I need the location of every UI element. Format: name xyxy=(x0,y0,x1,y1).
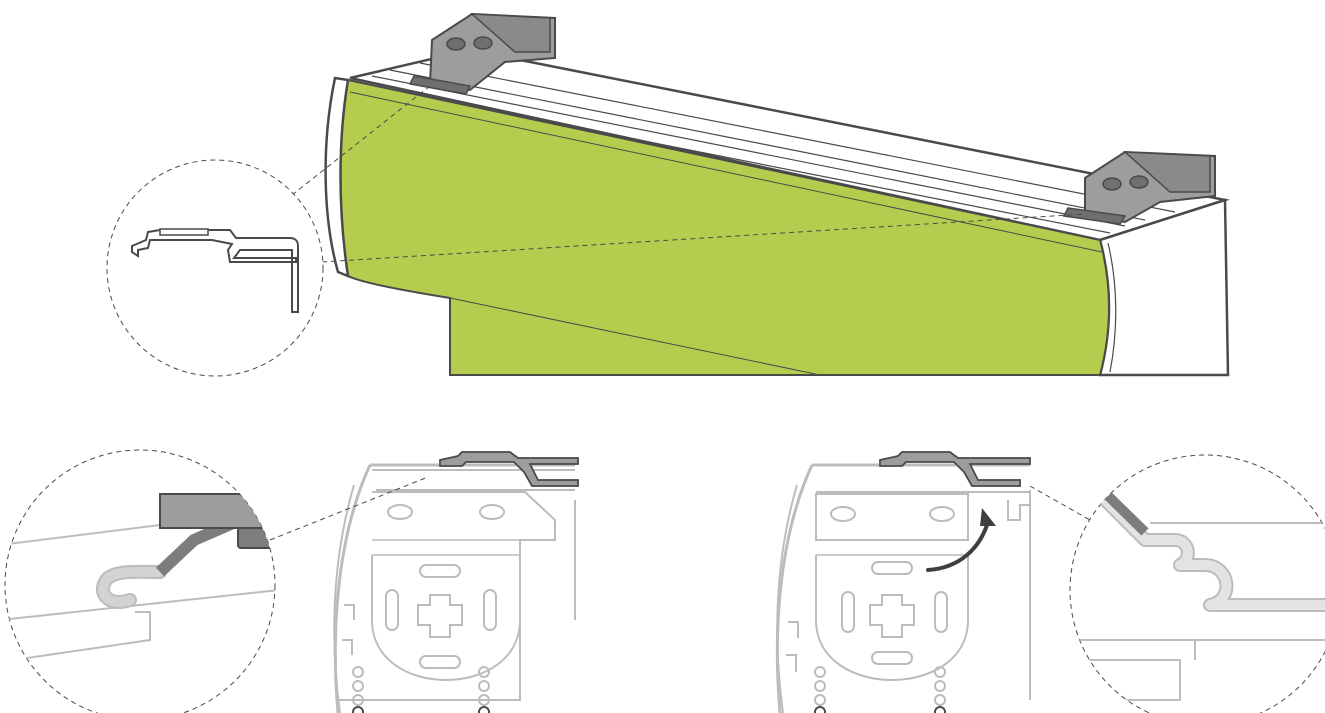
detail-leader-right xyxy=(1029,485,1091,521)
mounting-bracket-right xyxy=(1062,150,1216,225)
callout-leader-lower xyxy=(321,213,1086,263)
roller-blind-cassette xyxy=(291,12,1230,377)
mounting-bracket-left xyxy=(408,12,556,95)
bead-chain-left xyxy=(352,666,490,706)
detail-leader-left xyxy=(269,476,429,541)
side-view-right xyxy=(775,451,1091,713)
clutch-body-left xyxy=(371,555,521,681)
callout-leader-upper xyxy=(291,85,431,196)
cassette-left-endcap xyxy=(324,76,350,278)
mounting-plate-right xyxy=(815,493,969,541)
clutch-body-right xyxy=(815,555,969,681)
top-bracket-profile-right xyxy=(879,451,1031,487)
bracket-profile-detail xyxy=(131,229,299,313)
mounting-plate-left xyxy=(336,491,556,701)
magnifier-circle-icon xyxy=(4,449,276,713)
magnifier-circle-icon xyxy=(106,159,324,377)
magnifier-circle-icon xyxy=(1069,454,1325,713)
curved-arrow-up-icon xyxy=(926,520,990,572)
side-view-left xyxy=(269,451,579,713)
bead-chain-right xyxy=(814,666,946,706)
top-bracket-profile-left xyxy=(439,451,579,487)
